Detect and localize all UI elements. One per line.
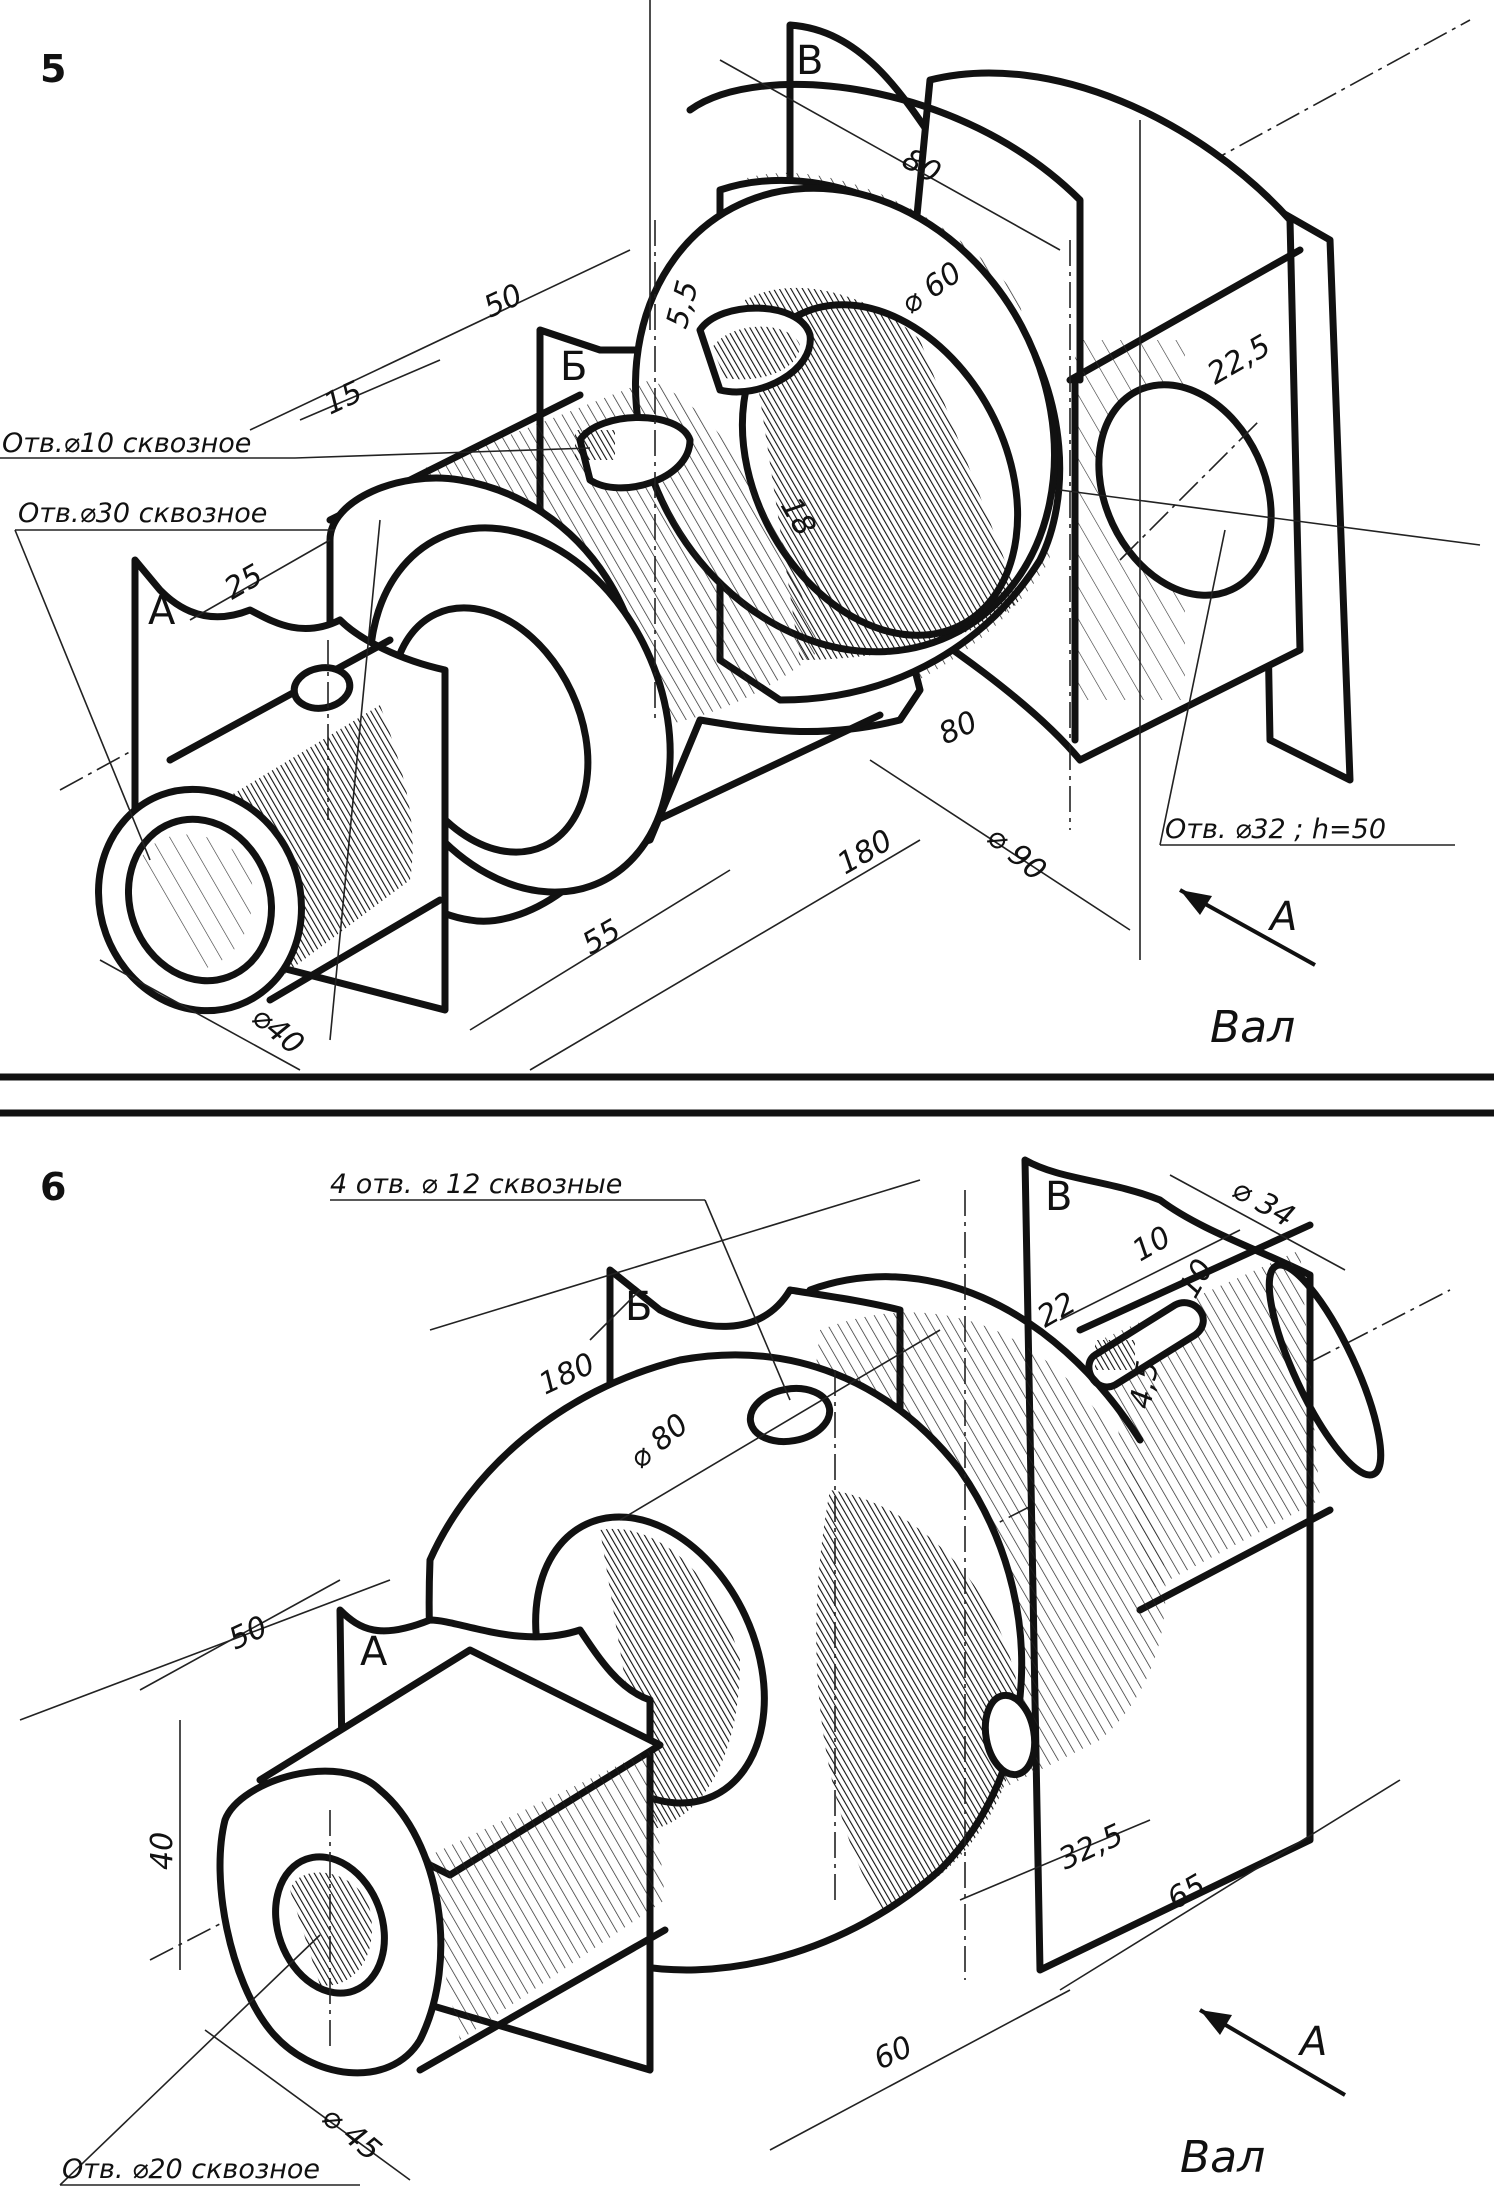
fig6-dim-4-5-text: 4,5 — [1123, 1358, 1166, 1411]
fig6-cyl80-top — [806, 1273, 1144, 1444]
fig5-leader-10 — [294, 447, 591, 459]
fig6-shaft34-end — [1265, 1261, 1385, 1479]
fig5-dim-25 — [189, 539, 331, 621]
fig5-dim-80-side-text: 80 — [934, 704, 983, 752]
fig6-shaft34-top — [1076, 1221, 1314, 1334]
fig5-note-hole32: Отв. ⌀32 ; h=50 — [1165, 814, 1386, 845]
fig6-dim-32-5 — [959, 1819, 1151, 1901]
fig6-hole12-side — [981, 1691, 1039, 1779]
figure-6: 6 В Б А — [19, 1156, 1451, 2186]
fig5-dim-90 — [869, 759, 1131, 931]
fig5-hole-32 — [1095, 381, 1275, 599]
fig6-dim-34 — [1169, 1174, 1346, 1271]
fig6-dim-50-text: 50 — [224, 1609, 273, 1657]
fig6-leader-20 — [59, 1934, 321, 2186]
fig6-dim-65 — [1059, 1779, 1401, 1991]
fig5-note-hole10: Отв.⌀10 сквозное — [2, 428, 251, 459]
fig5-dim-90-text: ⌀ 90 — [980, 819, 1053, 888]
fig6-inner-shade — [600, 1528, 740, 1830]
fig6-dim-45-text: ⌀ 45 — [315, 2099, 388, 2168]
fig5-plane-v-label: В — [796, 38, 823, 84]
fig5-bore-shade — [140, 834, 253, 970]
fig6-plane-v-label: В — [1045, 1174, 1072, 1220]
fig5-cyl60-shade — [745, 287, 1020, 660]
fig5-dim-55 — [469, 869, 731, 1031]
fig5-tube-bottom — [266, 896, 444, 1004]
fig5-note-hole30: Отв.⌀30 сквозное — [18, 498, 267, 529]
fig5-dim-22-5 — [1059, 489, 1481, 546]
fig5-dim-15 — [299, 359, 441, 421]
fig6-bore20-shade — [290, 1872, 372, 1986]
figure-5-number: 5 — [40, 47, 66, 91]
fig6-note-holes12: 4 отв. ⌀ 12 сквозные — [330, 1169, 622, 1200]
fig6-plane-a-label: А — [360, 1629, 388, 1675]
figure-5: 5 В Б — [0, 0, 1481, 1071]
fig6-dim-60 — [769, 1989, 1071, 2151]
fig6-dim-40-text: 40 — [145, 1832, 180, 1870]
fig6-view-arrow-label: А — [1297, 2019, 1327, 2065]
fig5-plane-b-label: Б — [560, 344, 587, 390]
fig5-cyl90-top — [686, 80, 1084, 384]
fig5-leader-30 — [14, 529, 151, 861]
fig5-dim-55-text: 55 — [577, 913, 628, 962]
fig6-view-arrow-head — [1200, 2010, 1232, 2035]
fig6-dim-22 — [1059, 1229, 1241, 1321]
fig6-note-hole20: Отв. ⌀20 сквозное — [62, 2154, 320, 2185]
figure-6-number: 6 — [40, 1165, 66, 1209]
fig5-tube-bore — [124, 815, 276, 985]
fig6-dim-50 — [19, 1579, 391, 1721]
fig6-block-side-shade — [420, 1750, 665, 2040]
fig5-dim-50 — [249, 249, 631, 431]
fig5-hole32-axis — [1119, 419, 1261, 561]
fig5-dim-15-text: 15 — [319, 374, 368, 422]
fig5-tube-top — [166, 636, 394, 764]
fig6-dim-80 — [619, 1329, 941, 1521]
fig6-ext-50 — [139, 1579, 341, 1691]
fig5-dim-40 — [99, 959, 301, 1071]
fig5-hole10-shade — [575, 430, 615, 460]
fig6-leader-12 — [704, 1199, 791, 1401]
fig6-shaft34-bottom — [1136, 1506, 1334, 1614]
fig6-ext-180 — [589, 1289, 641, 1341]
fig6-keyway-shade — [1095, 1340, 1135, 1370]
fig6-dim-180 — [429, 1179, 921, 1331]
fig5-title: Вал — [1210, 1002, 1295, 1053]
fig5-leader-32 — [1159, 529, 1226, 846]
fig5-dim-40-text: ⌀40 — [245, 999, 311, 1062]
fig5-plane-a-label: А — [148, 588, 176, 634]
fig6-title: Вал — [1180, 2132, 1265, 2183]
fig6-dim-45 — [204, 2029, 411, 2181]
fig6-dim-60-text: 60 — [869, 2029, 918, 2077]
fig5-dim-80-top — [719, 59, 1061, 251]
fig5-dim-180 — [529, 839, 921, 1071]
fig5-tube-hole — [290, 664, 354, 712]
fig6-block-bottom — [416, 1926, 669, 2074]
fig5-view-arrow-head — [1180, 890, 1212, 915]
fig6-disk80-shade — [816, 1490, 1020, 1910]
fig5-view-arrow-label: А — [1267, 894, 1297, 940]
fig5-ext-2 — [329, 519, 381, 1041]
fig5-slot-shade — [712, 326, 800, 380]
